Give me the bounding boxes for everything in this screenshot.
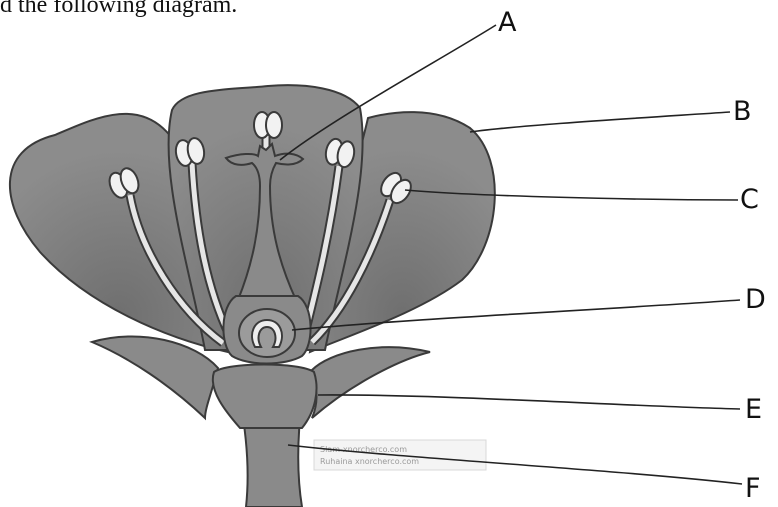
sepal-right xyxy=(312,347,430,418)
label-e: E xyxy=(745,394,762,425)
sepal-left xyxy=(92,336,218,418)
label-a: A xyxy=(498,7,517,38)
label-f: F xyxy=(745,473,761,504)
label-c: C xyxy=(740,184,759,215)
ovary-chamber xyxy=(239,309,295,357)
anther-2 xyxy=(174,137,206,167)
label-d: D xyxy=(745,284,766,315)
watermark-line-2: Ruhaina xnorcherco.com xyxy=(320,457,419,466)
leader-line-e xyxy=(318,395,740,409)
leader-line-b xyxy=(470,112,730,132)
anther-3 xyxy=(254,112,282,138)
label-b: B xyxy=(733,96,752,127)
receptacle xyxy=(213,365,317,429)
